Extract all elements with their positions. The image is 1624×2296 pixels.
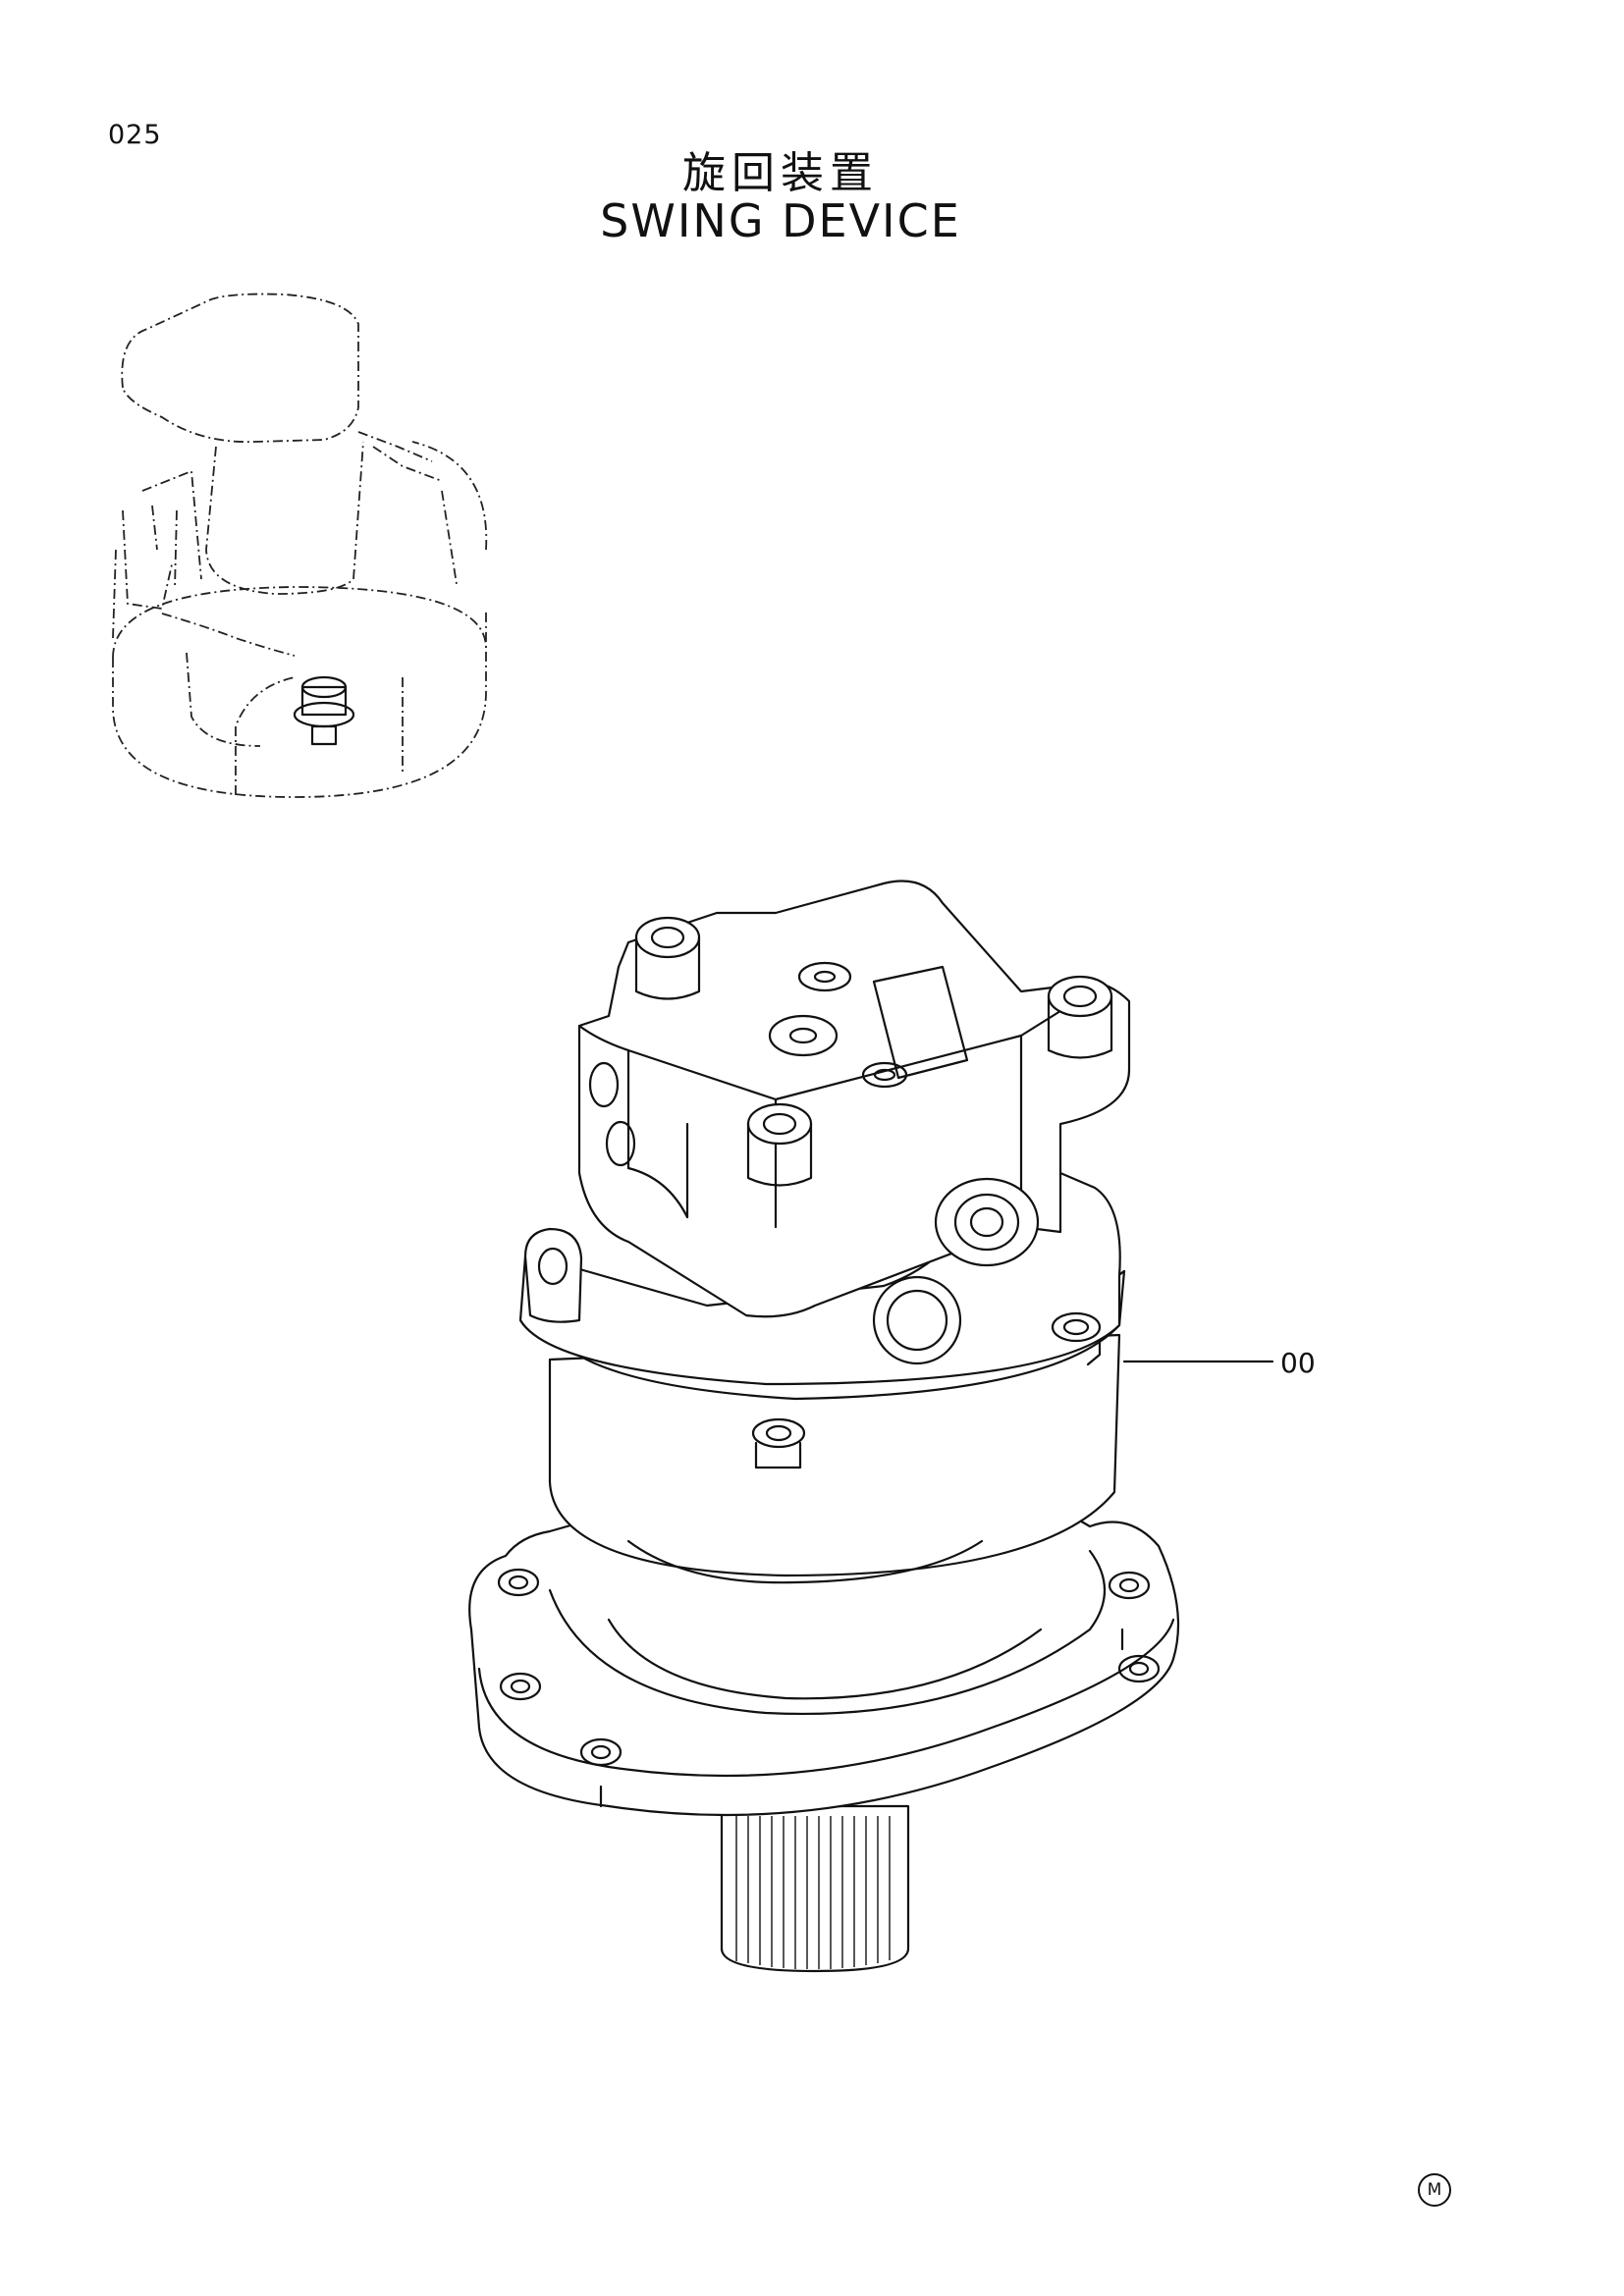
- page-number: 025: [108, 120, 162, 150]
- excavator-body: [112, 293, 488, 798]
- callout-label-00: 00: [1280, 1347, 1316, 1379]
- valve-block: [577, 880, 1131, 1318]
- page-title-jp: 旋回装置: [682, 148, 879, 198]
- locator-swing-device: [293, 675, 355, 746]
- page-title: SWING DEVICE: [600, 194, 961, 247]
- manufacturer-mark-icon: M: [1418, 2173, 1451, 2207]
- output-shaft: [720, 1804, 910, 1973]
- motor-body: [518, 1127, 1121, 1469]
